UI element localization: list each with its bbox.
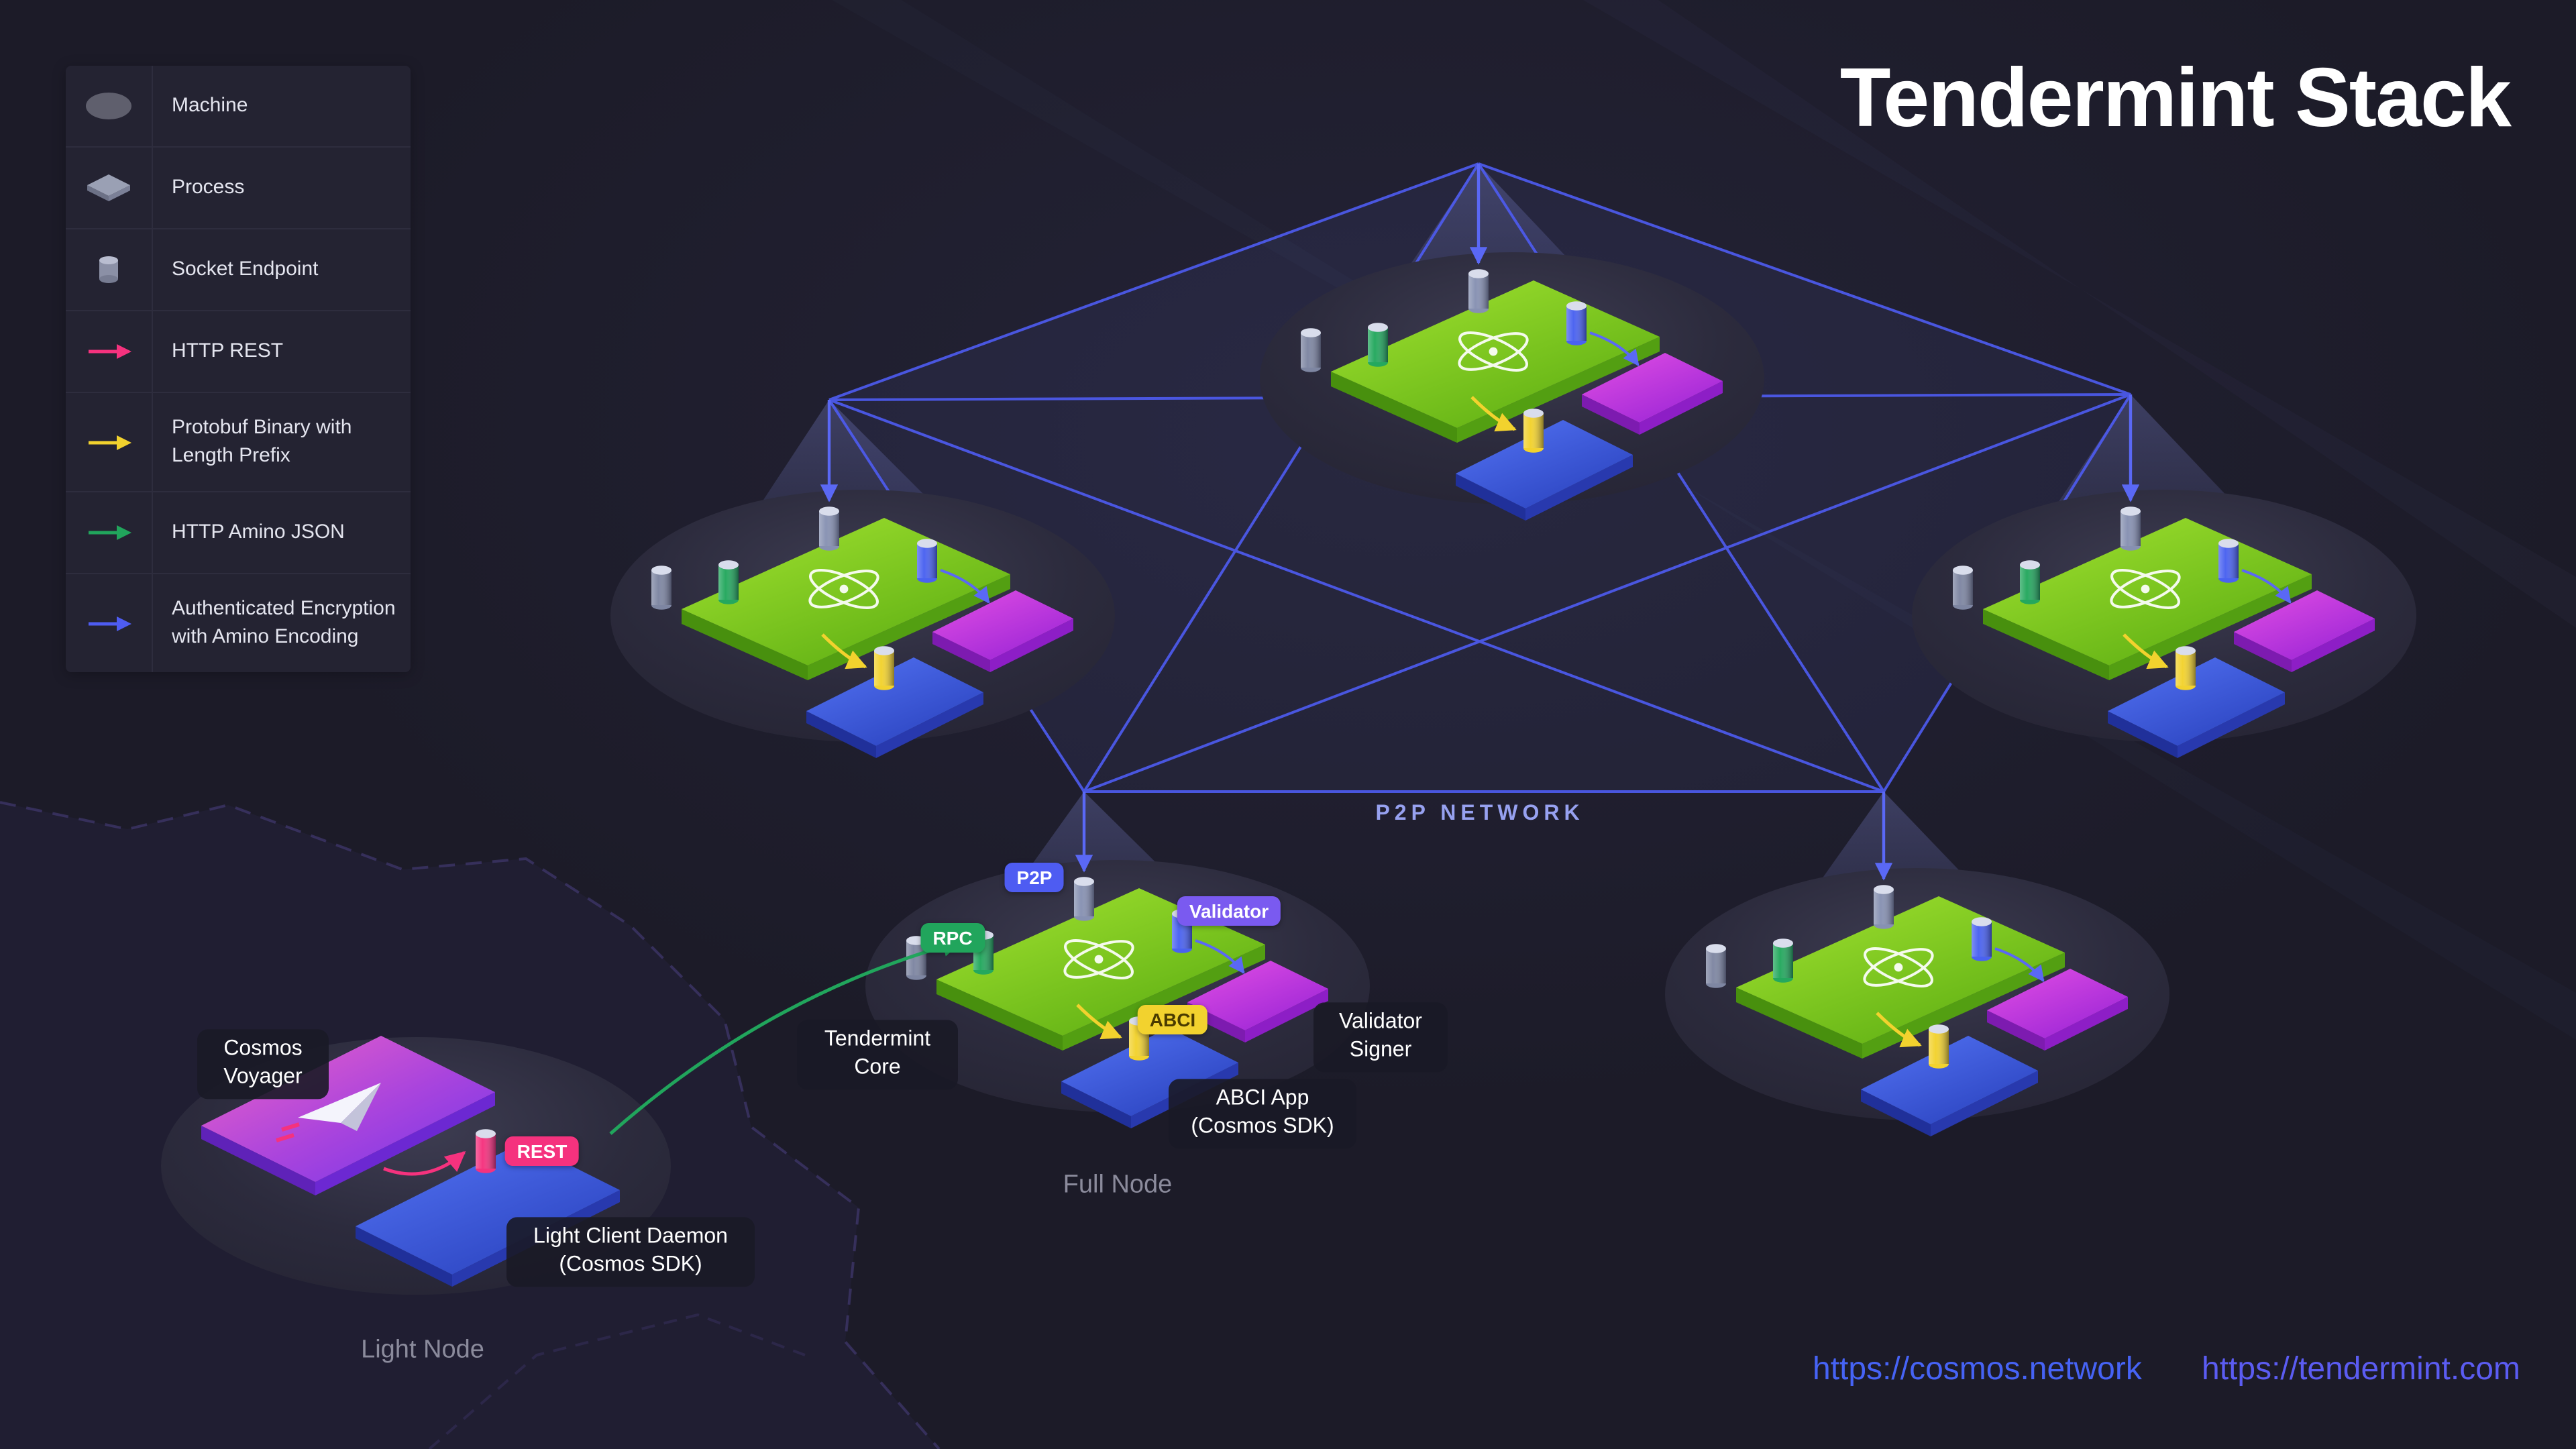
p2p-badge: P2P — [1004, 863, 1065, 892]
p2p-drop-arrows — [820, 164, 2140, 881]
legend-item-process: Process — [66, 146, 411, 228]
socket-endpoint-icon — [66, 229, 152, 310]
light-node-caption: Light Node — [361, 1336, 484, 1364]
cosmos-network-link[interactable]: https://cosmos.network — [1813, 1351, 2142, 1387]
abci-badge: ABCI — [1137, 1005, 1208, 1034]
light-client-daemon-label: Light Client Daemon (Cosmos SDK) — [506, 1217, 755, 1287]
machine-icon — [66, 66, 152, 146]
http-amino-json-arrow-icon — [66, 492, 152, 573]
legend-panel: Machine Process Socket Endpoint — [66, 66, 411, 672]
full-node-caption: Full Node — [1063, 1171, 1173, 1199]
legend-item-http-amino-json: HTTP Amino JSON — [66, 491, 411, 573]
process-icon — [66, 148, 152, 228]
map-border-dashed — [0, 801, 941, 1449]
http-amino-json-arrow — [609, 936, 963, 1135]
p2p-network-label: P2P NETWORK — [1375, 802, 1585, 825]
validator-badge: Validator — [1177, 896, 1281, 926]
protobuf-binary-arrow-icon — [66, 393, 152, 491]
abci-app-label: ABCI App (Cosmos SDK) — [1169, 1079, 1356, 1148]
legend-item-protobuf-binary: Protobuf Binary with Length Prefix — [66, 392, 411, 491]
full-node-bottom-right — [1665, 868, 2169, 1136]
legend-item-machine: Machine — [66, 66, 411, 146]
legend-label: Protobuf Binary with Length Prefix — [152, 393, 411, 491]
legend-label: Machine — [152, 66, 411, 146]
legend-label: HTTP REST — [152, 311, 411, 392]
http-rest-arrow-icon — [66, 311, 152, 392]
legend-label: Socket Endpoint — [152, 229, 411, 310]
cosmos-voyager-label: Cosmos Voyager — [197, 1029, 329, 1099]
validator-signer-label: Validator Signer — [1313, 1002, 1448, 1072]
rest-badge: REST — [504, 1136, 580, 1166]
legend-item-http-rest: HTTP REST — [66, 310, 411, 392]
full-node-right — [1912, 490, 2416, 758]
rpc-badge: RPC — [920, 923, 985, 953]
tendermint-link[interactable]: https://tendermint.com — [2202, 1351, 2520, 1387]
legend-label: HTTP Amino JSON — [152, 492, 411, 573]
legend-item-auth-encryption: Authenticated Encryption with Amino Enco… — [66, 573, 411, 672]
tendermint-core-label: Tendermint Core — [797, 1020, 958, 1089]
legend-label: Process — [152, 148, 411, 228]
legend-label: Authenticated Encryption with Amino Enco… — [152, 574, 411, 672]
legend-item-socket-endpoint: Socket Endpoint — [66, 228, 411, 310]
page-title: Tendermint Stack — [1839, 52, 2512, 145]
auth-encryption-arrow-icon — [66, 574, 152, 672]
